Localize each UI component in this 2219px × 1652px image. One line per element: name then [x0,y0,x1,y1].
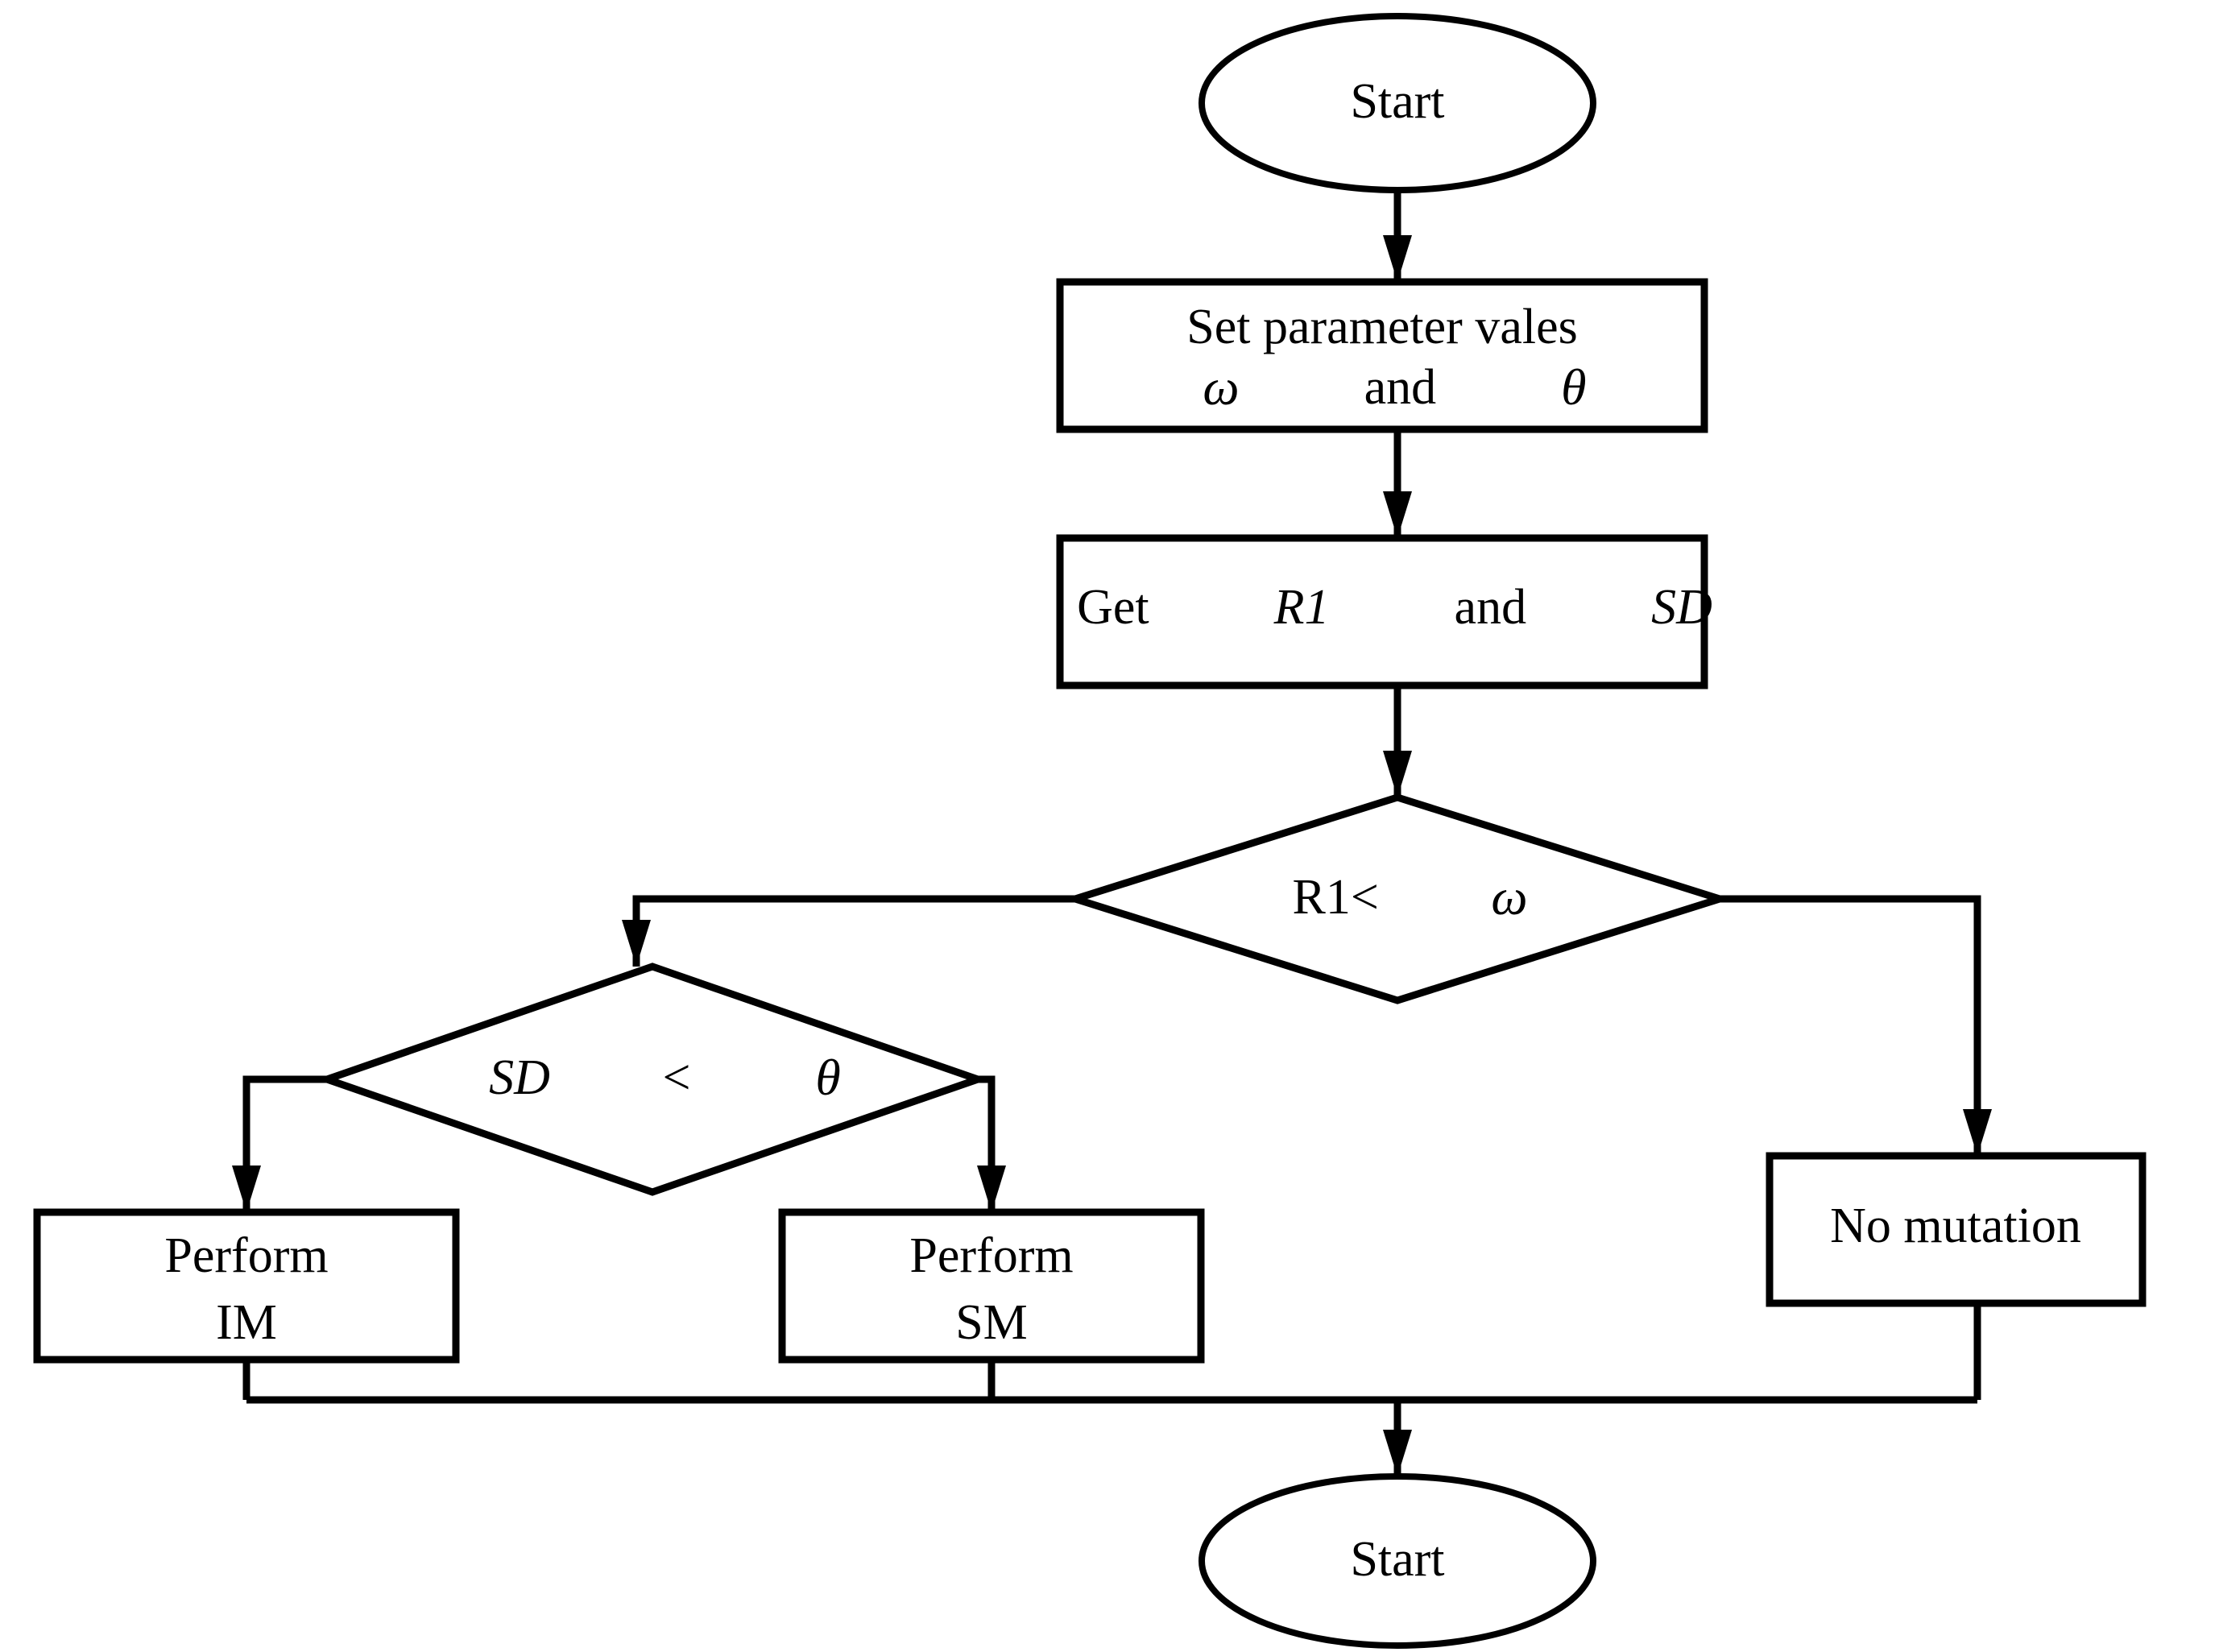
omega-symbol-decision: ω [1491,868,1527,925]
get-values-label: Get R1 and SD [965,580,1800,635]
start-bottom-ellipse [1199,1473,1596,1649]
decision-r1-diamond [1063,793,1732,1004]
less-than-operator: < [662,1050,702,1105]
arrowhead-start-bottom [1383,1430,1412,1476]
edge-decision-r1-right-to-no-mutation [1720,895,1981,1156]
perform-sm-label-line2: SM [955,1295,1028,1350]
set-parameters-label-line1: Set parameter vales [1186,300,1577,354]
get-and-word: and [1442,580,1539,635]
start-bottom-label: Start [1350,1532,1444,1587]
node-set-parameters[interactable]: Set parameter vales ω and θ [1056,278,1708,433]
node-start-bottom[interactable]: Start [1199,1473,1596,1649]
decision-r1-expression: R1< [1292,870,1378,925]
r1-variable: R1 [1273,580,1330,635]
arrowhead-decision-r1 [1383,751,1412,797]
get-word: Get [1077,580,1161,635]
arrowhead-perform-sm [977,1166,1006,1212]
omega-symbol: ω [1203,358,1239,416]
node-start-top[interactable]: Start [1199,13,1596,193]
node-decision-r1[interactable]: R1< ω [1063,793,1732,1004]
connector-layer [232,190,1992,1476]
arrowhead-get [1383,491,1412,538]
perform-im-label-line1: Perform [164,1228,328,1283]
perform-im-label-line2: IM [216,1295,277,1350]
set-parameters-box [1056,278,1708,433]
arrowhead-perform-im [232,1166,261,1212]
no-mutation-box [1766,1152,2147,1307]
node-no-mutation[interactable]: No mutation [1766,1152,2147,1307]
decision-r1-label: R1< ω [1180,868,1615,925]
get-values-box [1056,534,1708,689]
arrowhead-setparams [1383,235,1412,282]
set-parameters-label-line2: ω and θ [1091,358,1674,416]
start-top-ellipse [1199,13,1596,193]
edge-decision-sd-left-to-perform-im [242,1075,327,1212]
set-parameters-and-word: and [1352,360,1449,415]
arrowhead-no-mutation [1963,1109,1992,1156]
edge-decision-r1-left-to-decision-sd [632,895,1075,967]
decision-sd-diamond [316,963,989,1196]
arrowhead-decision-sd [622,920,651,967]
theta-symbol-decision: θ [815,1049,840,1106]
node-perform-sm[interactable]: Perform SM [778,1208,1205,1364]
start-top-label: Start [1350,74,1444,129]
node-decision-sd[interactable]: SD < θ [316,963,989,1196]
sd-variable-decision: SD [489,1050,550,1105]
decision-sd-label: SD < θ [377,1049,929,1106]
theta-symbol: θ [1561,358,1586,416]
sd-variable: SD [1651,580,1712,635]
perform-im-box [33,1208,460,1364]
node-perform-im[interactable]: Perform IM [33,1208,460,1364]
node-get-values[interactable]: Get R1 and SD [965,534,1800,689]
no-mutation-label: No mutation [1830,1199,2081,1253]
perform-sm-label-line1: Perform [909,1228,1073,1283]
perform-sm-box [778,1208,1205,1364]
